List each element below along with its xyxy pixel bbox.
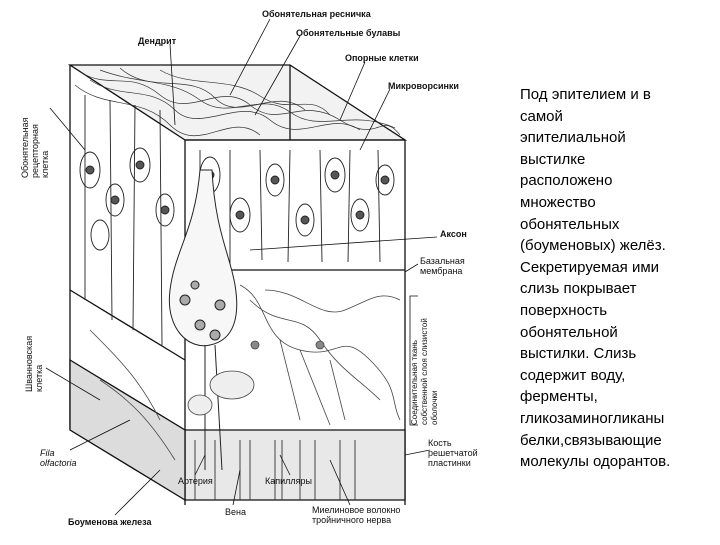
caption-text: Под эпителием и в самой эпителиальной вы… (520, 86, 671, 471)
label-capillaries: Капилляры (265, 476, 312, 486)
olfactory-epithelium-diagram: Обонятельная ресничка Дендрит Обонятельн… (20, 9, 478, 527)
label-microvilli: Микроворсинки (388, 81, 459, 91)
block-outline (67, 64, 408, 505)
label-schwann-cell: Шванновская клетка (24, 335, 44, 392)
label-fila-olfactoria: Fila olfactoria (40, 448, 77, 468)
cilia-layer (74, 67, 401, 137)
diagram-illustration (45, 18, 438, 516)
label-myelin-fiber: Миелиновое волокно тройничного нерва (312, 505, 401, 525)
bowman-gland (168, 169, 238, 471)
label-support-cells: Опорные клетки (345, 53, 419, 63)
label-bowman-gland: Боуменова железа (68, 517, 152, 527)
epithelial-cells (79, 95, 395, 346)
label-bone: Кость решетчатой пластинки (428, 438, 478, 468)
label-dendrite: Дендрит (138, 36, 177, 46)
label-cilium: Обонятельная ресничка (262, 9, 371, 19)
lamina-propria-fibers (89, 284, 401, 461)
label-connective-tissue: Соединительная ткань собственной слоя сл… (410, 318, 439, 425)
label-vein: Вена (225, 507, 246, 517)
label-axon: Аксон (440, 229, 467, 239)
leader-lines (45, 18, 438, 516)
label-receptor-cell: Обонятельная рецепторная клетка (20, 117, 50, 178)
label-clubs: Обонятельные булавы (296, 28, 401, 38)
label-basal-membrane: Базальная мембрана (420, 256, 465, 276)
label-artery: Артерия (178, 476, 213, 486)
